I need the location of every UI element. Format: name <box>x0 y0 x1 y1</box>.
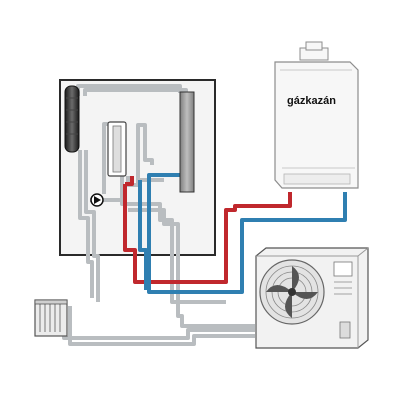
hot-water-pipe-branch <box>125 176 134 186</box>
buffer-panel <box>179 91 195 193</box>
gas-boiler: gázkazán <box>274 41 359 189</box>
neutral-pipe-network <box>62 84 255 346</box>
hot-water-pipe <box>123 184 292 284</box>
cold-water-pipe <box>147 173 347 294</box>
heat-pump-unit <box>255 247 369 349</box>
cold-water-pipe-branch <box>138 180 148 290</box>
floor-radiator <box>34 299 68 337</box>
fan-icon <box>259 259 325 325</box>
circulation-pump <box>90 193 104 207</box>
storage-tank <box>107 121 127 177</box>
gas-boiler-label: gázkazán <box>287 95 336 107</box>
wall-radiator <box>64 85 80 153</box>
